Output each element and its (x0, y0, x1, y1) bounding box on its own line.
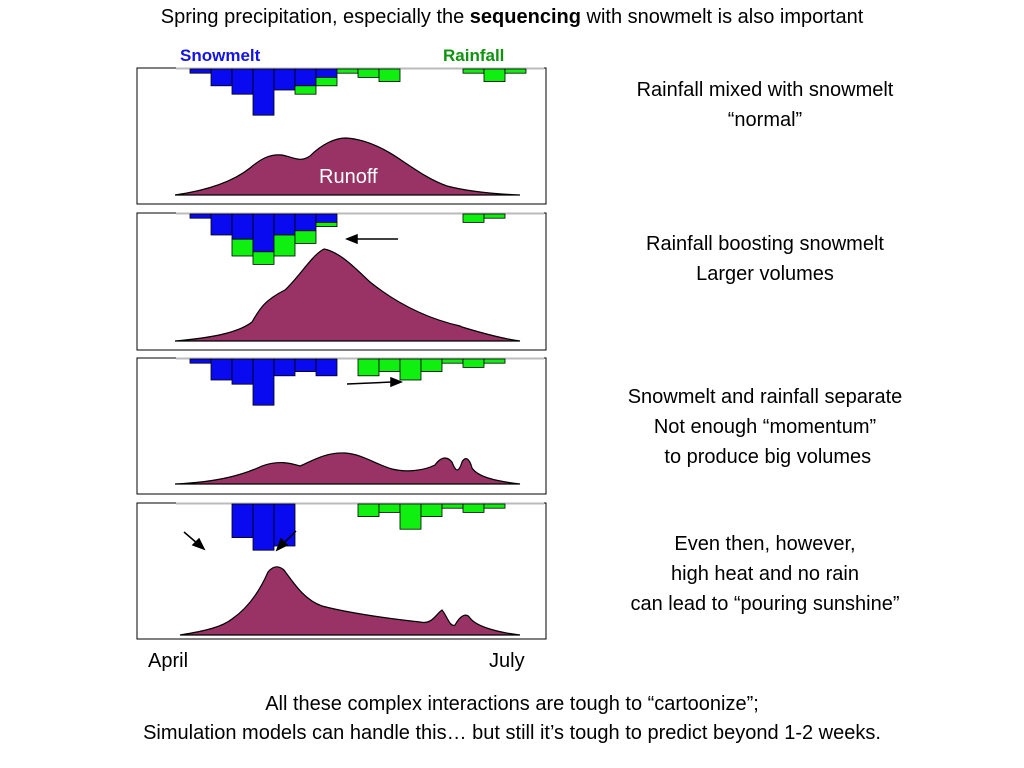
scenario-4-line-1: Even then, however, (674, 533, 856, 555)
snowmelt-bar (315, 68, 338, 78)
arrow-down-left-panel-4 (282, 530, 297, 545)
rainfall-bar (399, 358, 422, 381)
rainfall-bar (399, 503, 422, 530)
scenario-3-text: Snowmelt and rainfall separate Not enoug… (560, 382, 970, 472)
snowmelt-bar (252, 68, 275, 116)
snowmelt-bar (273, 503, 296, 547)
rainfall-bar (378, 68, 401, 83)
rainfall-bar (462, 503, 485, 513)
rainfall-bar (378, 503, 401, 513)
arrowhead-down-right-panel-4 (191, 537, 206, 551)
snowmelt-bar (273, 68, 296, 91)
rainfall-bar (315, 77, 338, 87)
rainfall-bar (357, 358, 380, 377)
snowmelt-bar (231, 213, 254, 240)
snowmelt-bar (231, 358, 254, 385)
runoff-label: Runoff (319, 166, 378, 188)
snowmelt-bar (189, 68, 212, 74)
rainfall-bar (483, 503, 506, 509)
runoff-curve-separate (174, 452, 521, 485)
runoff-curve-sunshine (179, 566, 521, 636)
snowmelt-bar (294, 68, 317, 87)
rainfall-bar (336, 68, 359, 74)
rainfall-bar (504, 68, 527, 74)
snowmelt-bar (210, 68, 233, 87)
rainfall-bar (357, 68, 380, 78)
rainfall-bar (315, 221, 338, 227)
rainfall-bar (420, 503, 443, 518)
footer-line-2: Simulation models can handle this… but s… (143, 722, 881, 744)
rainfall-bar (273, 234, 296, 257)
rainfall-bar (357, 503, 380, 518)
snowmelt-bar (231, 503, 254, 538)
snowmelt-bar (273, 213, 296, 236)
rainfall-bar (441, 503, 464, 509)
rainfall-bar (231, 238, 254, 257)
rainfall-bar (294, 85, 317, 95)
scenario-1-line-1: Rainfall mixed with snowmelt (636, 79, 894, 101)
scenario-2-line-1: Rainfall boosting snowmelt (646, 233, 884, 255)
rainfall-bar (462, 68, 485, 74)
arrowhead-left-panel-2 (344, 233, 358, 245)
rainfall-bar (462, 213, 485, 223)
rainfall-bar (483, 358, 506, 364)
snowmelt-bar (189, 213, 212, 219)
scenario-1-line-2: “normal” (727, 109, 803, 131)
scenario-3-line-1: Snowmelt and rainfall separate (627, 386, 903, 408)
runoff-curve-normal (174, 137, 521, 196)
scenario-2-text: Rainfall boosting snowmelt Larger volume… (560, 229, 970, 289)
snowmelt-bar (294, 358, 317, 373)
rainfall-bar (483, 213, 506, 219)
snowmelt-legend: Snowmelt (180, 46, 261, 65)
title-text-start: Spring precipitation, especially the (160, 6, 470, 28)
snowmelt-bar (252, 213, 275, 253)
arrowhead-down-left-panel-4 (275, 537, 289, 552)
snowmelt-bar (231, 68, 254, 95)
footer-line-1: All these complex interactions are tough… (265, 693, 759, 715)
rainfall-bar (483, 68, 506, 83)
snowmelt-bar (315, 213, 338, 223)
rainfall-bar (294, 230, 317, 244)
scenario-2-line-2: Larger volumes (696, 263, 834, 285)
title-emphasis: sequencing (469, 6, 581, 28)
axis-start-label: April (148, 650, 189, 672)
scenario-3-line-3: to produce big volumes (658, 446, 872, 468)
runoff-curve-boosted (174, 248, 521, 342)
axis-end-label: July (489, 650, 525, 672)
rainfall-legend: Rainfall (443, 46, 505, 65)
arrow-right-panel-3 (346, 381, 393, 385)
snowmelt-bar (189, 358, 212, 364)
snowmelt-bar (210, 213, 233, 236)
scenario-4-line-2: high heat and no rain (671, 563, 859, 585)
scenario-4-line-3: can lead to “pouring sunshine” (630, 593, 900, 615)
scenario-1-text: Rainfall mixed with snowmelt “normal” (560, 75, 970, 135)
rainfall-bar (420, 358, 443, 373)
title-text-end: with snowmelt is also important (580, 6, 864, 28)
snowmelt-bar (273, 358, 296, 377)
snowmelt-bar (294, 213, 317, 232)
arrowhead-right-panel-3 (390, 376, 404, 388)
footer-text: All these complex interactions are tough… (0, 690, 1024, 748)
rainfall-bar (378, 358, 401, 373)
scenario-4-text: Even then, however, high heat and no rai… (560, 529, 970, 619)
snowmelt-bar (252, 503, 275, 551)
slide-title: Spring precipitation, especially the seq… (0, 6, 1024, 29)
snowmelt-bar (252, 358, 275, 406)
snowmelt-bar (315, 358, 338, 377)
scenario-3-line-2: Not enough “momentum” (653, 416, 877, 438)
rainfall-bar (462, 358, 485, 368)
rainfall-bar (441, 358, 464, 364)
snowmelt-bar (210, 358, 233, 381)
rainfall-bar (252, 251, 275, 265)
